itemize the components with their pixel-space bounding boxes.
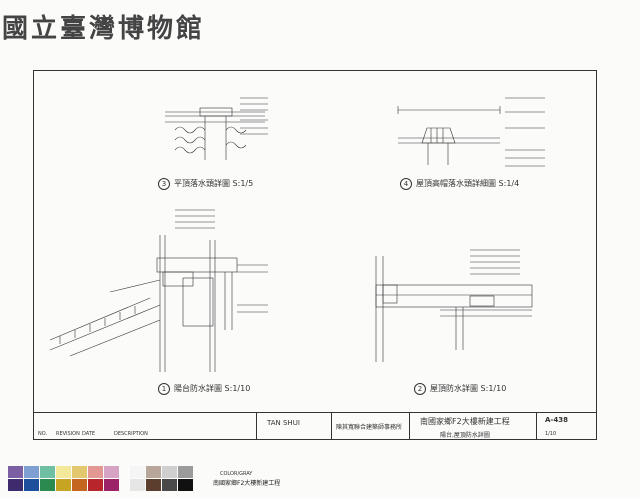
color-swatch (146, 466, 161, 478)
color-swatch (178, 479, 193, 491)
color-swatch (24, 479, 39, 491)
color-swatch (130, 479, 145, 491)
color-swatch (162, 479, 177, 491)
detail-3-drawing (165, 97, 268, 160)
project-cell: 南國家鄉F2大樓新建工程 陽台,屋頂防水詳圖 (409, 413, 536, 440)
color-swatch (72, 466, 87, 478)
sheet-cell: A-438 1/10 (536, 413, 596, 440)
sheet-number: A-438 (545, 416, 568, 424)
detail-2-drawing (375, 249, 533, 362)
color-swatch (8, 466, 23, 478)
color-strip-caption: 南國家鄉F2大樓新建工程 (213, 480, 281, 487)
firm-cell: 陳其寬聯合建築師事務所 (331, 413, 409, 440)
color-swatch (24, 466, 39, 478)
color-swatch (56, 466, 71, 478)
col-description: DESCRIPTION (114, 431, 148, 437)
color-swatch (104, 479, 119, 491)
color-swatch (104, 466, 119, 478)
color-swatch (130, 466, 145, 478)
color-swatch (146, 479, 161, 491)
title-block: NO. REVISION DATE DESCRIPTION TAN SHUI 陳… (34, 412, 596, 440)
firm-name: 陳其寬聯合建築師事務所 (336, 424, 403, 431)
color-swatch (178, 466, 193, 478)
museum-title: 國立臺灣博物館 (2, 14, 206, 44)
drawing-frame (33, 70, 597, 440)
col-revision: REVISION (56, 431, 80, 437)
color-swatch (72, 479, 87, 491)
drawing-title: 陽台,屋頂防水詳圖 (440, 432, 490, 439)
col-date: DATE (82, 431, 96, 437)
color-swatch (56, 479, 71, 491)
firm-logo: TAN SHUI (267, 419, 300, 427)
project-title: 南國家鄉F2大樓新建工程 (420, 417, 510, 426)
detail-1-drawing (49, 209, 268, 372)
color-swatch (162, 466, 177, 478)
color-swatch (88, 479, 103, 491)
color-swatch (88, 466, 103, 478)
detail-4-drawing (397, 97, 545, 167)
color-swatch (40, 466, 55, 478)
col-no: NO. (38, 431, 48, 437)
color-swatch (8, 479, 23, 491)
logo-cell: TAN SHUI (256, 413, 331, 440)
color-swatch (40, 479, 55, 491)
color-strip-label: COLOR/GRAY (220, 471, 253, 477)
scale: 1/10 (545, 431, 557, 437)
